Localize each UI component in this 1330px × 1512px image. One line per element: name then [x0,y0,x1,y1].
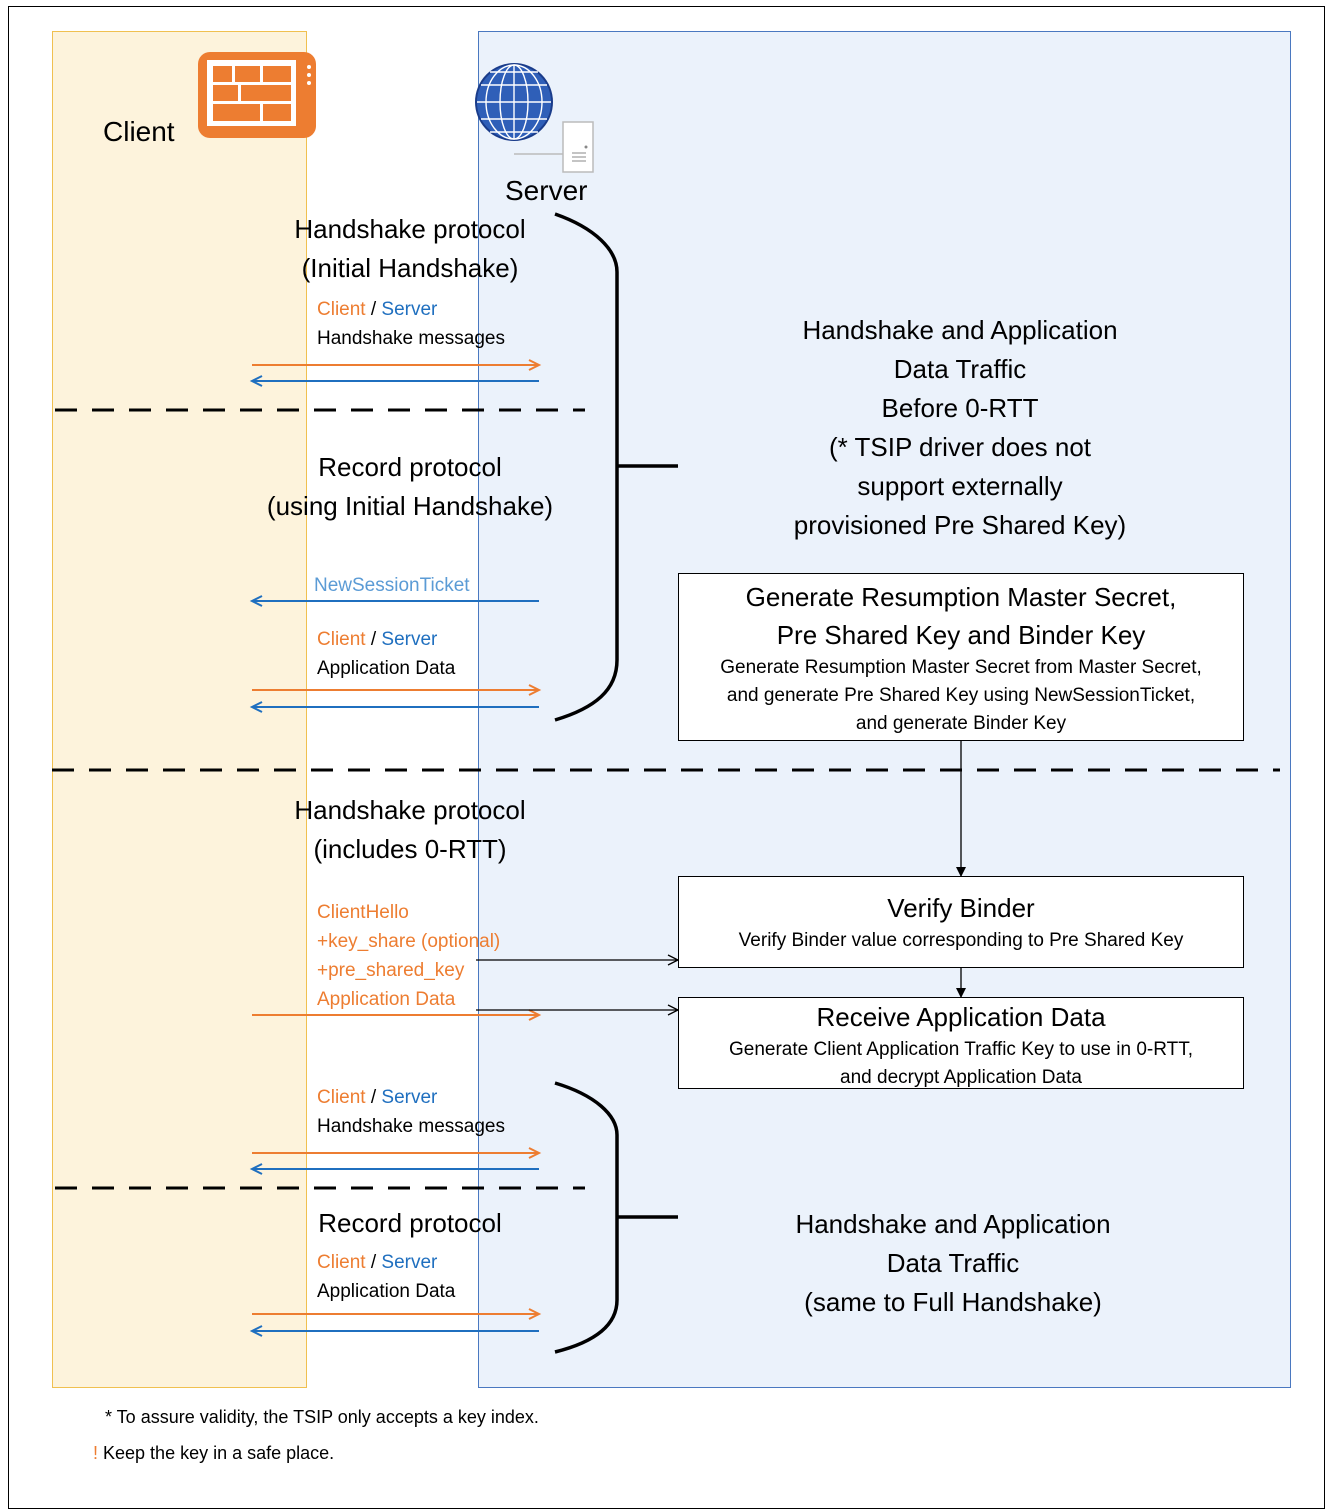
message-label: Application Data [317,658,456,679]
traffic-description: Handshake and Application Data Traffic B… [793,315,1127,540]
phase-title: Handshake protocol (includes 0-RTT) [294,795,526,864]
client-lane [52,31,307,1388]
bracket-before-0rtt [554,212,678,722]
client-label: Client [103,116,175,147]
phase-title: Record protocol [318,1208,502,1238]
footnote: * To assure validity, the TSIP only acce… [105,1407,539,1427]
globe-server-icon [475,63,594,173]
message-label: Client / Server [317,629,438,650]
message-label: Handshake messages [317,328,505,349]
receive-app-data-box: Receive Application Data Generate Client… [678,997,1244,1089]
diagram-frame [8,6,1325,1509]
phase-title: Handshake protocol (Initial Handshake) [294,214,526,283]
warning-mark: ! [93,1443,99,1463]
message-label: Client / Server [317,299,438,320]
generate-keys-box: Generate Resumption Master Secret, Pre S… [678,573,1244,741]
server-label: Server [505,175,588,206]
tablet-icon [198,52,316,138]
client-hello-message: ClientHello +key_share (optional) +pre_s… [317,902,501,1010]
phase-title: Record protocol (using Initial Handshake… [266,452,554,521]
traffic-description: Handshake and Application Data Traffic (… [795,1209,1111,1317]
ticket-label: NewSessionTicket [314,575,470,596]
message-label: Client / Server [317,1087,438,1108]
message-label: Application Data [317,1281,456,1302]
message-label: Handshake messages [317,1116,505,1137]
bracket-after-0rtt [554,1081,678,1354]
verify-binder-box: Verify Binder Verify Binder value corres… [678,876,1244,968]
message-label: Client / Server [317,1252,438,1273]
footnote: ! Keep the key in a safe place. [93,1443,335,1463]
